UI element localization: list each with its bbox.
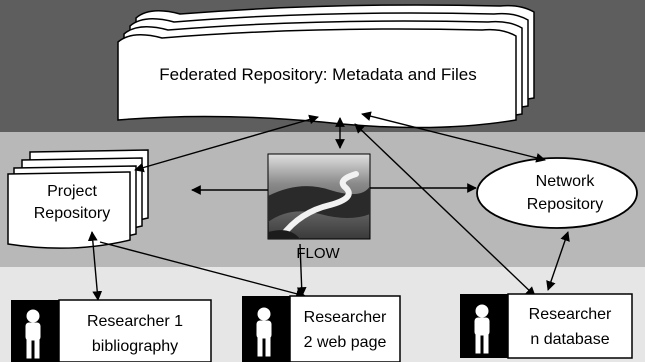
- arrow-project-federated: [134, 114, 319, 173]
- researcher-n-node: Researcher n database: [460, 293, 633, 359]
- arrow-project-researcher1: [87, 231, 103, 301]
- researcher-1-line2: bibliography: [92, 338, 178, 355]
- federated-repository: Federated Repository: Metadata and Files: [117, 4, 535, 129]
- researcher-n-line2: n database: [530, 331, 609, 348]
- person-icon: [474, 304, 490, 354]
- arrow-network-researcher-n: [546, 231, 570, 291]
- project-repository: Project Repository: [7, 149, 149, 249]
- researcher-2-line2: 2 web page: [304, 334, 387, 351]
- federated-repository-label: Federated Repository: Metadata and Files: [159, 65, 477, 84]
- person-icon: [25, 309, 41, 359]
- project-repository-line1: Project: [47, 183, 97, 200]
- arrow-flow-researcher2: [296, 243, 307, 297]
- researcher-1-node: Researcher 1 bibliography: [11, 299, 212, 362]
- researcher-1-line1: Researcher 1: [87, 313, 183, 330]
- network-repository-line1: Network: [536, 173, 596, 190]
- project-repository-line2: Repository: [34, 205, 110, 222]
- connectors: [87, 111, 570, 301]
- researcher-n-line1: Researcher: [529, 306, 612, 323]
- network-repository-line2: Repository: [527, 196, 603, 213]
- researcher-2-line1: Researcher: [304, 309, 387, 326]
- arrow-project-researcher2: [99, 241, 306, 299]
- person-icon: [256, 307, 272, 357]
- researcher-2-node: Researcher 2 web page: [242, 295, 401, 362]
- network-repository: Network Repository: [476, 157, 638, 229]
- flow-label: FLOW: [296, 245, 340, 262]
- arrow-federated-researcher-n: [354, 123, 536, 297]
